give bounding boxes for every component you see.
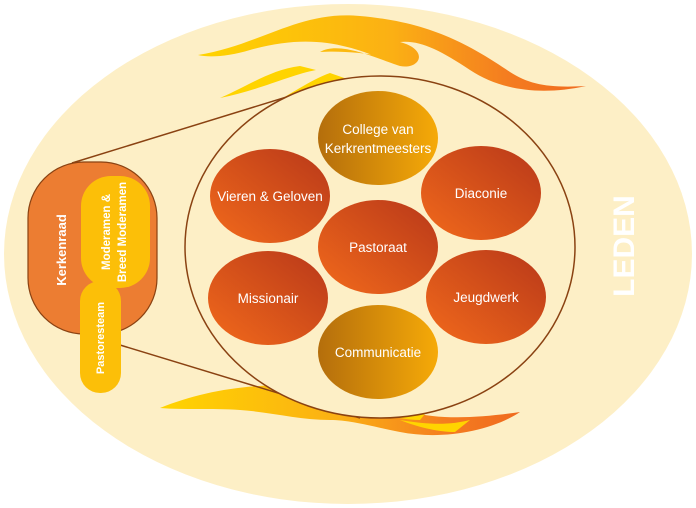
circle-label: Communicatie [335,345,421,360]
pastoresteam-shape [80,281,121,393]
circle-label: Missionair [238,291,299,306]
pastoresteam-label: Pastoresteam [95,302,107,374]
moderamen-label-line1: Moderamen & [101,194,113,270]
circle-label: College van [342,122,413,137]
circle-shape [208,251,328,345]
circle-vieren: Vieren & Geloven [210,149,330,243]
circle-label: Vieren & Geloven [217,189,323,204]
circle-shape [318,91,438,185]
circle-jeugdwerk: Jeugdwerk [426,250,546,344]
circle-communicatie: Communicatie [318,305,438,399]
circle-label: Kerkrentmeesters [325,141,432,156]
circle-diaconie: Diaconie [421,146,541,240]
leden-label: LEDEN [608,195,641,297]
moderamen-label-line2: Breed Moderamen [117,182,129,282]
circle-shape [318,305,438,399]
circle-shape [421,146,541,240]
circle-label: Diaconie [455,186,508,201]
circle-shape [210,149,330,243]
circle-pastoraat: Pastoraat [318,200,438,294]
circle-shape [318,200,438,294]
moderamen-shape [81,176,150,288]
circle-label: Pastoraat [349,240,407,255]
circle-label: Jeugdwerk [453,290,519,305]
circle-shape [426,250,546,344]
kerkenraad-label: Kerkenraad [54,214,69,286]
circle-missionair: Missionair [208,251,328,345]
